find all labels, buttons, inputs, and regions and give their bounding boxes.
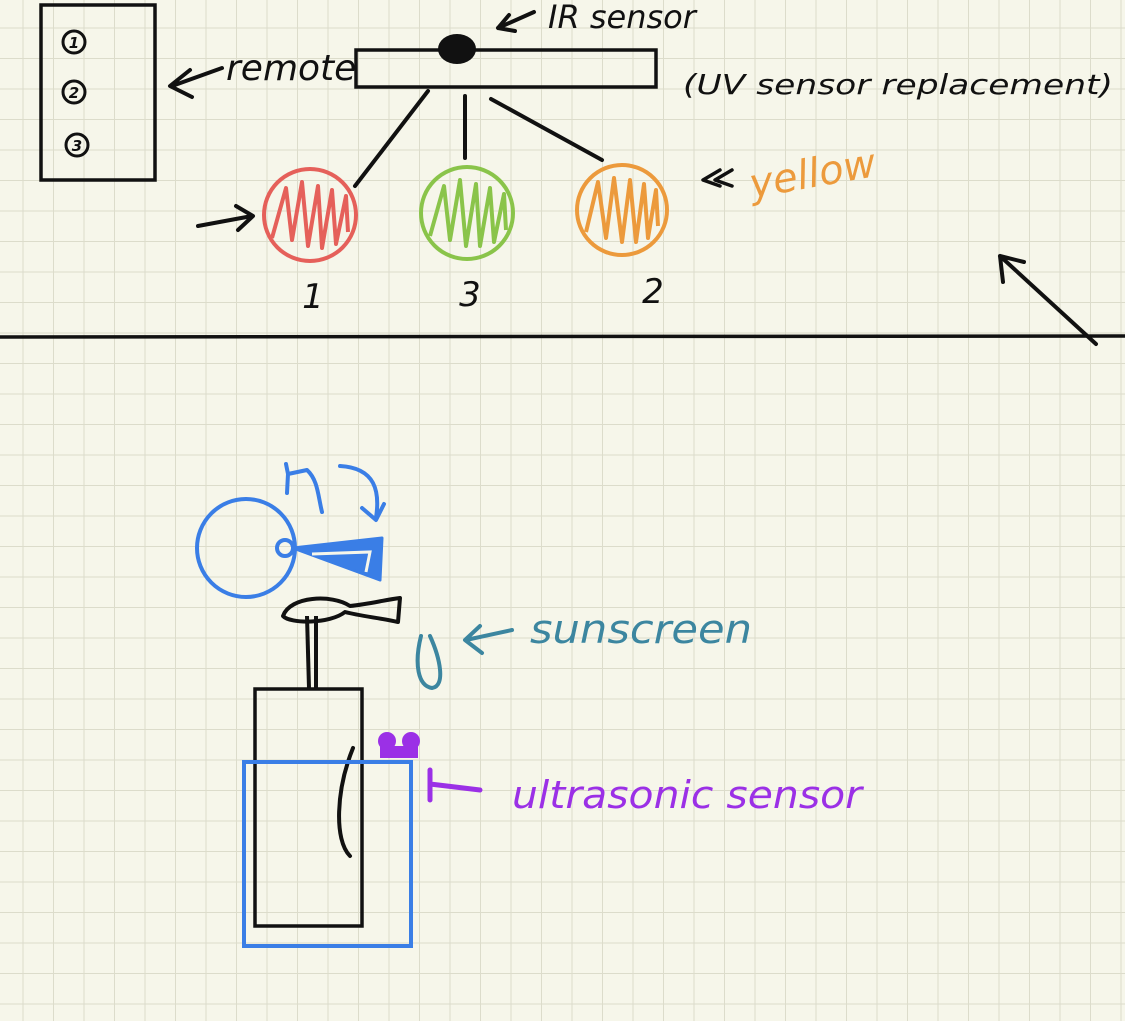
section-divider <box>0 334 1125 339</box>
ir-sensor-label: IR sensor <box>548 0 698 36</box>
remote-button-2 <box>61 79 87 105</box>
circle-number-2: 2 <box>642 272 664 312</box>
remote-button-3-label: 3 <box>72 137 82 155</box>
bottle-body <box>253 687 364 928</box>
sunscreen-arrow-icon <box>463 624 514 655</box>
connector-red <box>353 89 430 188</box>
remote-label: remote <box>226 48 356 89</box>
ultrasonic-arrow-icon <box>427 767 483 803</box>
circle-number-1: 1 <box>302 277 324 317</box>
servo-wheel <box>195 497 297 599</box>
rotate-left-arrow-icon <box>284 462 324 514</box>
sunscreen-drop-icon <box>415 634 443 691</box>
diagonal-arrow-icon <box>998 254 1098 346</box>
holder-box <box>242 760 413 948</box>
remote: 1 2 3 <box>39 3 157 182</box>
ultrasonic-sensor-label: ultrasonic sensor <box>512 773 865 817</box>
connector-orange <box>489 97 604 162</box>
orange-scribble <box>584 176 660 244</box>
circle-number-3: 3 <box>459 275 481 315</box>
remote-button-2-label: 2 <box>69 84 79 102</box>
sunscreen-label: sunscreen <box>530 607 752 653</box>
yellow-arrow-icon <box>701 168 734 188</box>
red-circle <box>262 167 358 263</box>
ir-sensor-dot <box>438 34 476 64</box>
yellow-label: yellow <box>745 140 880 208</box>
servo-hub <box>275 538 295 558</box>
sensor-bar <box>354 48 658 89</box>
green-scribble <box>428 178 508 248</box>
red-scribble <box>270 180 350 250</box>
pump-head <box>281 596 402 624</box>
remote-button-3 <box>64 132 90 158</box>
uv-sensor-note: (UV sensor replacement) <box>683 68 1113 101</box>
servo-arm-highlight <box>311 550 372 573</box>
remote-box <box>39 3 157 182</box>
servo-arm <box>291 536 384 582</box>
rotate-right-arrow-icon <box>338 464 386 522</box>
green-circle <box>419 165 515 261</box>
red-arrow-icon <box>196 204 255 232</box>
remote-button-1-label: 1 <box>69 34 79 52</box>
orange-circle <box>575 163 669 257</box>
remote-button-1 <box>61 29 87 55</box>
pump-stem-left <box>305 615 311 689</box>
ultrasonic-sensor-icon <box>378 732 420 758</box>
ir-arrow-icon <box>496 10 536 33</box>
bottle-highlight <box>337 746 355 858</box>
remote-arrow-icon <box>168 66 224 99</box>
